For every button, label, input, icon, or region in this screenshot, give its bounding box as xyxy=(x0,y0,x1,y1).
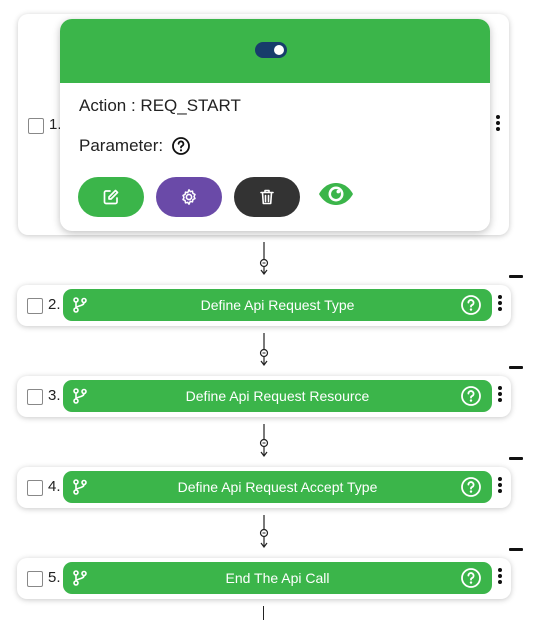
step-pill-4[interactable]: Define Api Request Accept Type xyxy=(63,471,492,503)
step-pill-5[interactable]: End The Api Call xyxy=(63,562,492,594)
step-label-3: Define Api Request Resource xyxy=(185,388,370,404)
branch-icon xyxy=(73,570,87,586)
view-button[interactable] xyxy=(316,179,356,209)
step-menu-icon-2[interactable] xyxy=(497,295,503,311)
collapse-icon[interactable] xyxy=(509,457,523,460)
step-checkbox-2[interactable] xyxy=(27,298,43,314)
collapse-icon[interactable] xyxy=(509,548,523,551)
step-number-1: 1. xyxy=(49,116,62,133)
action-label: Action : REQ_START xyxy=(79,96,241,115)
step-number-4: 4. xyxy=(48,478,61,495)
step-checkbox-1[interactable] xyxy=(28,118,44,134)
step-label-2: Define Api Request Type xyxy=(200,297,355,313)
connector-line xyxy=(263,606,265,620)
eye-icon xyxy=(319,183,353,205)
step-label-5: End The Api Call xyxy=(225,570,330,586)
step-menu-icon-4[interactable] xyxy=(497,477,503,493)
start-panel-header xyxy=(60,19,490,83)
step-checkbox-4[interactable] xyxy=(27,480,43,496)
step-label-4: Define Api Request Accept Type xyxy=(177,479,378,495)
connector-arrow xyxy=(259,333,269,366)
step-number-2: 2. xyxy=(48,296,61,313)
help-icon[interactable] xyxy=(171,136,191,156)
edit-icon xyxy=(103,189,119,205)
step-number-3: 3. xyxy=(48,387,61,404)
settings-button[interactable] xyxy=(156,177,222,217)
help-icon[interactable] xyxy=(460,567,482,589)
step-menu-icon-3[interactable] xyxy=(497,386,503,402)
collapse-icon[interactable] xyxy=(509,275,523,278)
step-menu-icon-5[interactable] xyxy=(497,568,503,584)
connector-arrow xyxy=(259,515,269,548)
collapse-icon[interactable] xyxy=(509,366,523,369)
step-pill-2[interactable]: Define Api Request Type xyxy=(63,289,492,321)
step-checkbox-3[interactable] xyxy=(27,389,43,405)
edit-button[interactable] xyxy=(78,177,144,217)
help-icon[interactable] xyxy=(460,294,482,316)
delete-button[interactable] xyxy=(234,177,300,217)
start-action-panel: Action : REQ_START Parameter: xyxy=(60,19,490,231)
connector-arrow xyxy=(259,424,269,457)
step-pill-3[interactable]: Define Api Request Resource xyxy=(63,380,492,412)
help-icon[interactable] xyxy=(460,385,482,407)
connector-arrow xyxy=(259,242,269,275)
enable-toggle[interactable] xyxy=(255,42,287,58)
parameter-row: Parameter: xyxy=(79,136,191,156)
step-number-5: 5. xyxy=(48,569,61,586)
branch-icon xyxy=(73,479,87,495)
gear-icon xyxy=(182,189,196,205)
branch-icon xyxy=(73,388,87,404)
parameter-label: Parameter: xyxy=(79,136,164,155)
step-menu-icon-1[interactable] xyxy=(495,115,501,131)
step-checkbox-5[interactable] xyxy=(27,571,43,587)
help-icon[interactable] xyxy=(460,476,482,498)
branch-icon xyxy=(73,297,87,313)
trash-icon xyxy=(260,189,274,205)
